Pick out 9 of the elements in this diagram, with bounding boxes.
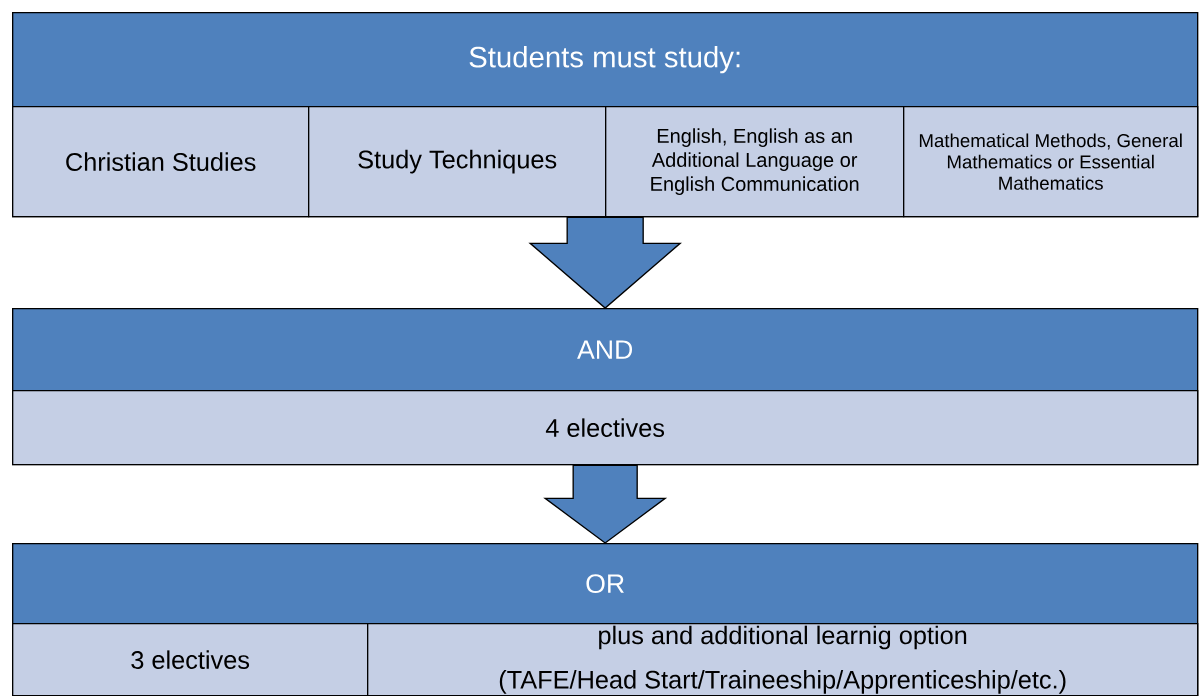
subject-box: 4 electives	[12, 390, 1199, 466]
subject-box: Mathematical Methods, General Mathematics or Essential Mathematics	[903, 106, 1199, 218]
subject-box: Christian Studies	[12, 106, 310, 218]
node-label: 3 electives	[131, 650, 250, 669]
subject-box: 3 electives	[12, 623, 369, 696]
subject-box: Study Techniques	[308, 106, 607, 218]
block-arrow	[528, 216, 682, 309]
block-arrow	[543, 464, 668, 544]
subject-box: English, English as an Additional Language or English Communication	[605, 106, 905, 218]
